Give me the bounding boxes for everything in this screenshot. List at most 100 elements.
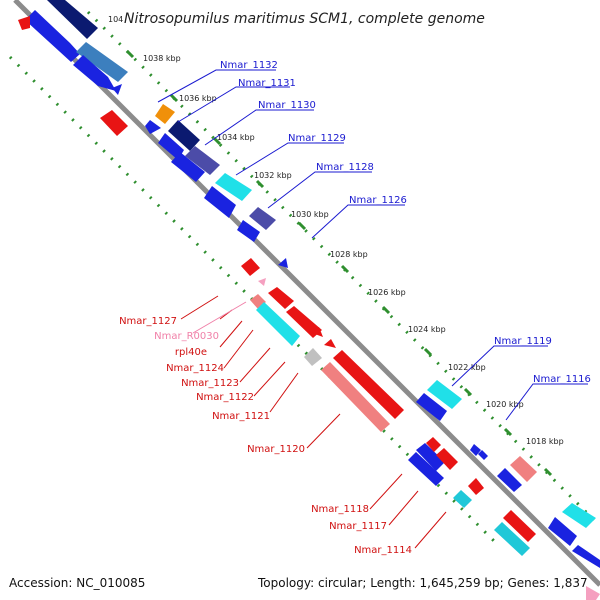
gene-arrow-forward [112, 84, 122, 95]
gene-arrow-forward [73, 55, 116, 91]
reverse-gene-label: Nmar_1122 [196, 392, 254, 403]
kbp-tick-mark [381, 305, 391, 315]
leader-line [180, 295, 219, 320]
kbp-tick-mark [212, 136, 222, 146]
gene-arrow-forward [278, 258, 288, 268]
gene-arrow-forward [204, 186, 236, 218]
kbp-label: 1028 kbp [330, 250, 368, 259]
forward-strand-genes [25, 0, 600, 568]
reverse-gene-label: Nmar_R0030 [154, 331, 219, 342]
kbp-tick-mark [423, 347, 433, 357]
gene-arrow-reverse [586, 586, 600, 600]
gene-arrow-reverse [304, 348, 322, 366]
forward-gene-label: Nmar_1130 [258, 100, 316, 111]
gene-arrow-reverse [312, 327, 323, 337]
gene-arrow-reverse [258, 278, 266, 286]
gene-arrow-reverse [426, 437, 441, 452]
gene-arrow-forward [158, 133, 184, 160]
gene-arrow-forward [215, 173, 252, 201]
gene-arrow-forward [562, 503, 596, 528]
kbp-tick-mark [463, 387, 473, 397]
forward-gene-label: Nmar_1119 [494, 336, 552, 347]
gene-arrow-reverse [324, 339, 336, 348]
gene-arrow-reverse [268, 287, 294, 309]
gene-arrow-forward [25, 10, 80, 62]
leader-line [192, 301, 247, 334]
kbp-tick-mark [503, 427, 513, 437]
gene-arrow-reverse [436, 448, 458, 470]
gene-arrow-forward [47, 0, 98, 39]
kbp-label: 1024 kbp [408, 325, 446, 334]
genome-backbone [13, 0, 600, 587]
reverse-gene-label: Nmar_1117 [329, 521, 387, 532]
gene-arrow-forward [470, 444, 481, 456]
map-title: Nitrosopumilus maritimus SCM1, complete … [124, 11, 485, 27]
kbp-label: 1022 kbp [448, 363, 486, 372]
gene-arrow-reverse [510, 456, 537, 482]
reverse-strand-genes [18, 16, 600, 600]
leader-line [267, 171, 372, 209]
reverse-gene-label: Nmar_1124 [166, 363, 224, 374]
gene-arrow-forward [427, 380, 462, 409]
gene-arrow-reverse [494, 522, 530, 556]
gene-arrow-forward [145, 120, 161, 134]
title-prefix: 104 [108, 15, 123, 24]
gene-arrow-forward [155, 104, 175, 124]
leader-line [505, 383, 588, 421]
leader-line [157, 69, 276, 103]
accession-label: Accession: NC_010085 [9, 576, 145, 590]
leader-line [219, 320, 243, 348]
gene-arrow-forward [76, 42, 128, 82]
gene-arrow-reverse [286, 306, 322, 338]
leader-line [311, 204, 405, 239]
topology-label: Topology: circular; Length: 1,645,259 bp… [257, 576, 588, 590]
leader-line [239, 347, 271, 383]
reverse-gene-label: Nmar_1123 [181, 378, 239, 389]
kbp-label: 1030 kbp [291, 210, 329, 219]
kbp-tick-mark [543, 467, 553, 477]
kbp-tick-mark [340, 264, 350, 274]
gene-arrow-reverse [468, 478, 484, 495]
leader-line [451, 345, 548, 387]
leader-line [369, 473, 403, 510]
leader-line [223, 329, 254, 369]
leader-line [306, 413, 341, 449]
kbp-label: 1038 kbp [143, 54, 181, 63]
leader-line [388, 490, 419, 526]
gene-arrow-forward [249, 207, 276, 230]
gene-arrow-reverse [241, 258, 260, 276]
kbp-label: 1020 kbp [486, 400, 524, 409]
gene-arrow-reverse [18, 16, 30, 30]
gene-arrow-reverse [416, 443, 445, 471]
forward-gene-label: Nmar_1129 [288, 133, 346, 144]
gene-arrow-forward [478, 450, 488, 460]
kbp-label: 1018 kbp [526, 437, 564, 446]
leader-line [177, 86, 290, 123]
reverse-gene-label: Nmar_1127 [119, 316, 177, 327]
gene-arrow-reverse [408, 452, 444, 486]
gene-arrow-forward [237, 220, 260, 242]
leader-line [269, 372, 299, 413]
forward-gene-label: Nmar_1132 [220, 60, 278, 71]
gene-arrow-reverse [321, 362, 390, 432]
kbp-label: 1032 kbp [254, 171, 292, 180]
leader-line [253, 361, 286, 397]
leader-line [204, 109, 314, 146]
leader-line [414, 511, 447, 549]
kbp-label: 1026 kbp [368, 288, 406, 297]
kbp-tick-mark [169, 93, 179, 103]
gene-arrow-forward [168, 120, 200, 151]
gene-arrow-forward [185, 146, 220, 175]
forward-gene-label: Nmar_1128 [316, 162, 374, 173]
reverse-gene-label: Nmar_1114 [354, 545, 412, 556]
reverse-gene-label: Nmar_1120 [247, 444, 305, 455]
kbp-tick-mark [255, 179, 265, 189]
forward-gene-label: Nmar_1131 [238, 78, 296, 89]
gene-arrow-reverse [100, 110, 128, 136]
gene-arrow-reverse [503, 510, 536, 542]
leader-line [235, 142, 344, 176]
reverse-gene-label: rpl40e [175, 347, 207, 358]
kbp-tick-mark [125, 49, 135, 59]
gene-arrow-reverse [453, 490, 472, 508]
